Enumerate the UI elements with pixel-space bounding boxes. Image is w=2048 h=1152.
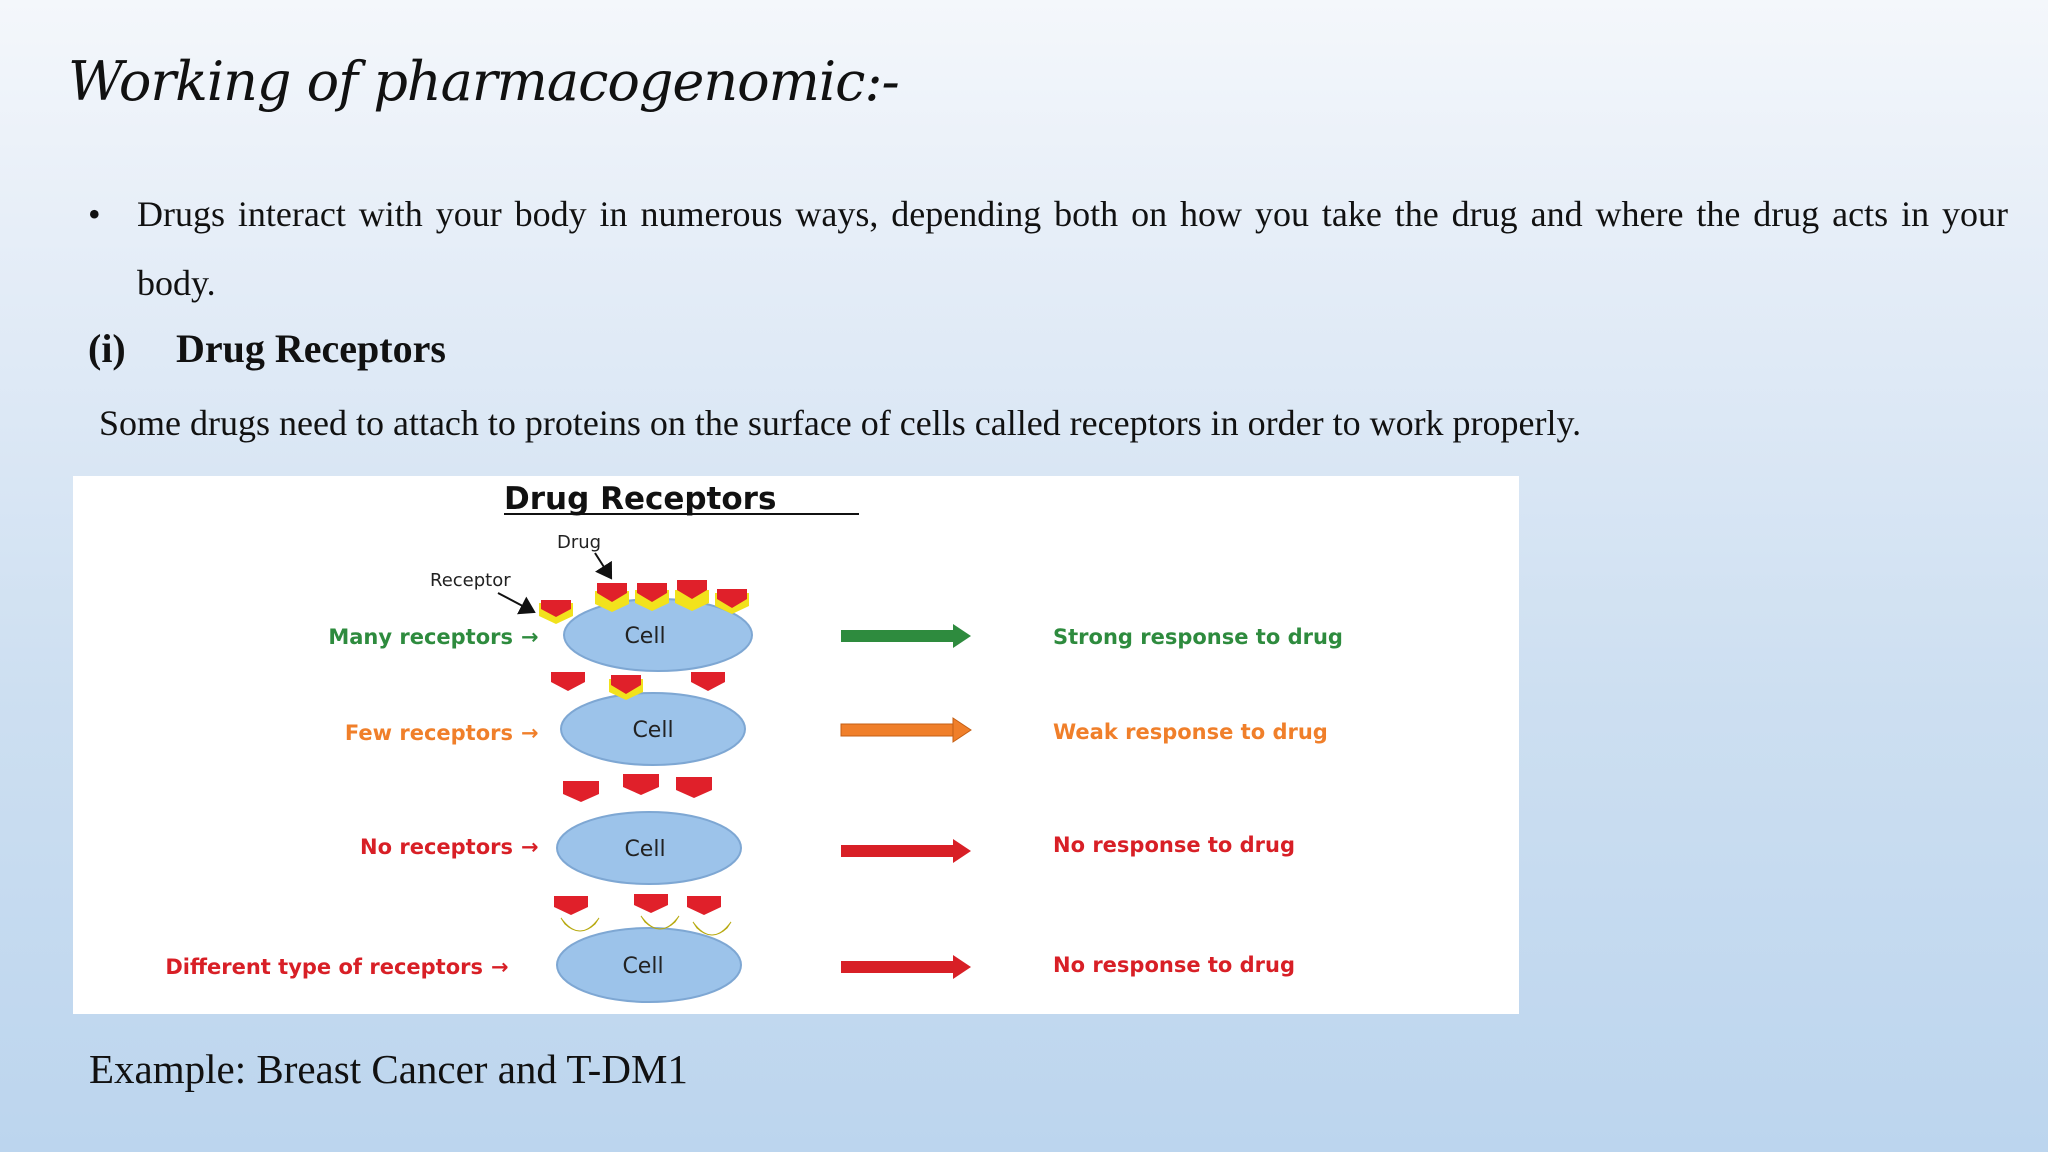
response-arrow-weak: [840, 717, 972, 743]
drug-annotation: Drug: [557, 532, 601, 553]
example-text: Example: Breast Cancer and T-DM1: [89, 1046, 688, 1092]
figure-title: Drug Receptors: [504, 481, 776, 517]
row-label-different: Different type of receptors: [165, 955, 483, 979]
drug-receptors-figure: Drug Receptors Drug Receptor Many recept…: [73, 476, 1519, 1014]
cell-none: [556, 811, 742, 885]
cell-label-many: Cell: [624, 624, 665, 649]
slide-title: Working of pharmacogenomic:-: [68, 50, 900, 113]
section-heading: (i) Drug Receptors: [88, 325, 446, 372]
receptor-pointer: [497, 592, 536, 615]
response-arrow-different: [841, 955, 971, 979]
cell-label-none: Cell: [624, 837, 665, 862]
cell-label-different: Cell: [622, 954, 663, 979]
cell-label-few: Cell: [632, 718, 673, 743]
row-label-many: Many receptors: [328, 625, 513, 649]
response-weak: Weak response to drug: [1053, 720, 1328, 744]
row-arrow-different: →: [491, 955, 509, 979]
bullet-text: Drugs interact with your body in numerou…: [137, 194, 2008, 303]
response-arrow-strong: [841, 624, 971, 648]
row-arrow-none: →: [521, 835, 539, 859]
receptors-bound-many: [539, 580, 749, 624]
drug-receptors-diagram: Drug Receptors Drug Receptor Many recept…: [165, 481, 1343, 1003]
cell-few: [560, 692, 746, 766]
drug-pointer: [594, 552, 613, 580]
response-none: No response to drug: [1053, 833, 1295, 857]
row-label-few: Few receptors: [345, 721, 513, 745]
drugs-unbound: [563, 774, 712, 802]
receptor-annotation: Receptor: [430, 570, 511, 591]
row-label-none: No receptors: [360, 835, 513, 859]
bullet-item: • Drugs interact with your body in numer…: [88, 180, 2008, 318]
cell-different: [556, 927, 742, 1003]
row-arrow-many: →: [521, 625, 539, 649]
response-strong: Strong response to drug: [1053, 625, 1343, 649]
receptors-mismatched: [554, 894, 732, 936]
bullet-marker: •: [88, 194, 101, 234]
section-title: Drug Receptors: [176, 326, 446, 371]
response-different: No response to drug: [1053, 953, 1295, 977]
receptors-bound-few: [551, 672, 725, 700]
section-paragraph: Some drugs need to attach to proteins on…: [99, 403, 1582, 443]
row-arrow-few: →: [521, 721, 539, 745]
section-number: (i): [88, 326, 126, 371]
response-arrow-none: [841, 839, 971, 863]
